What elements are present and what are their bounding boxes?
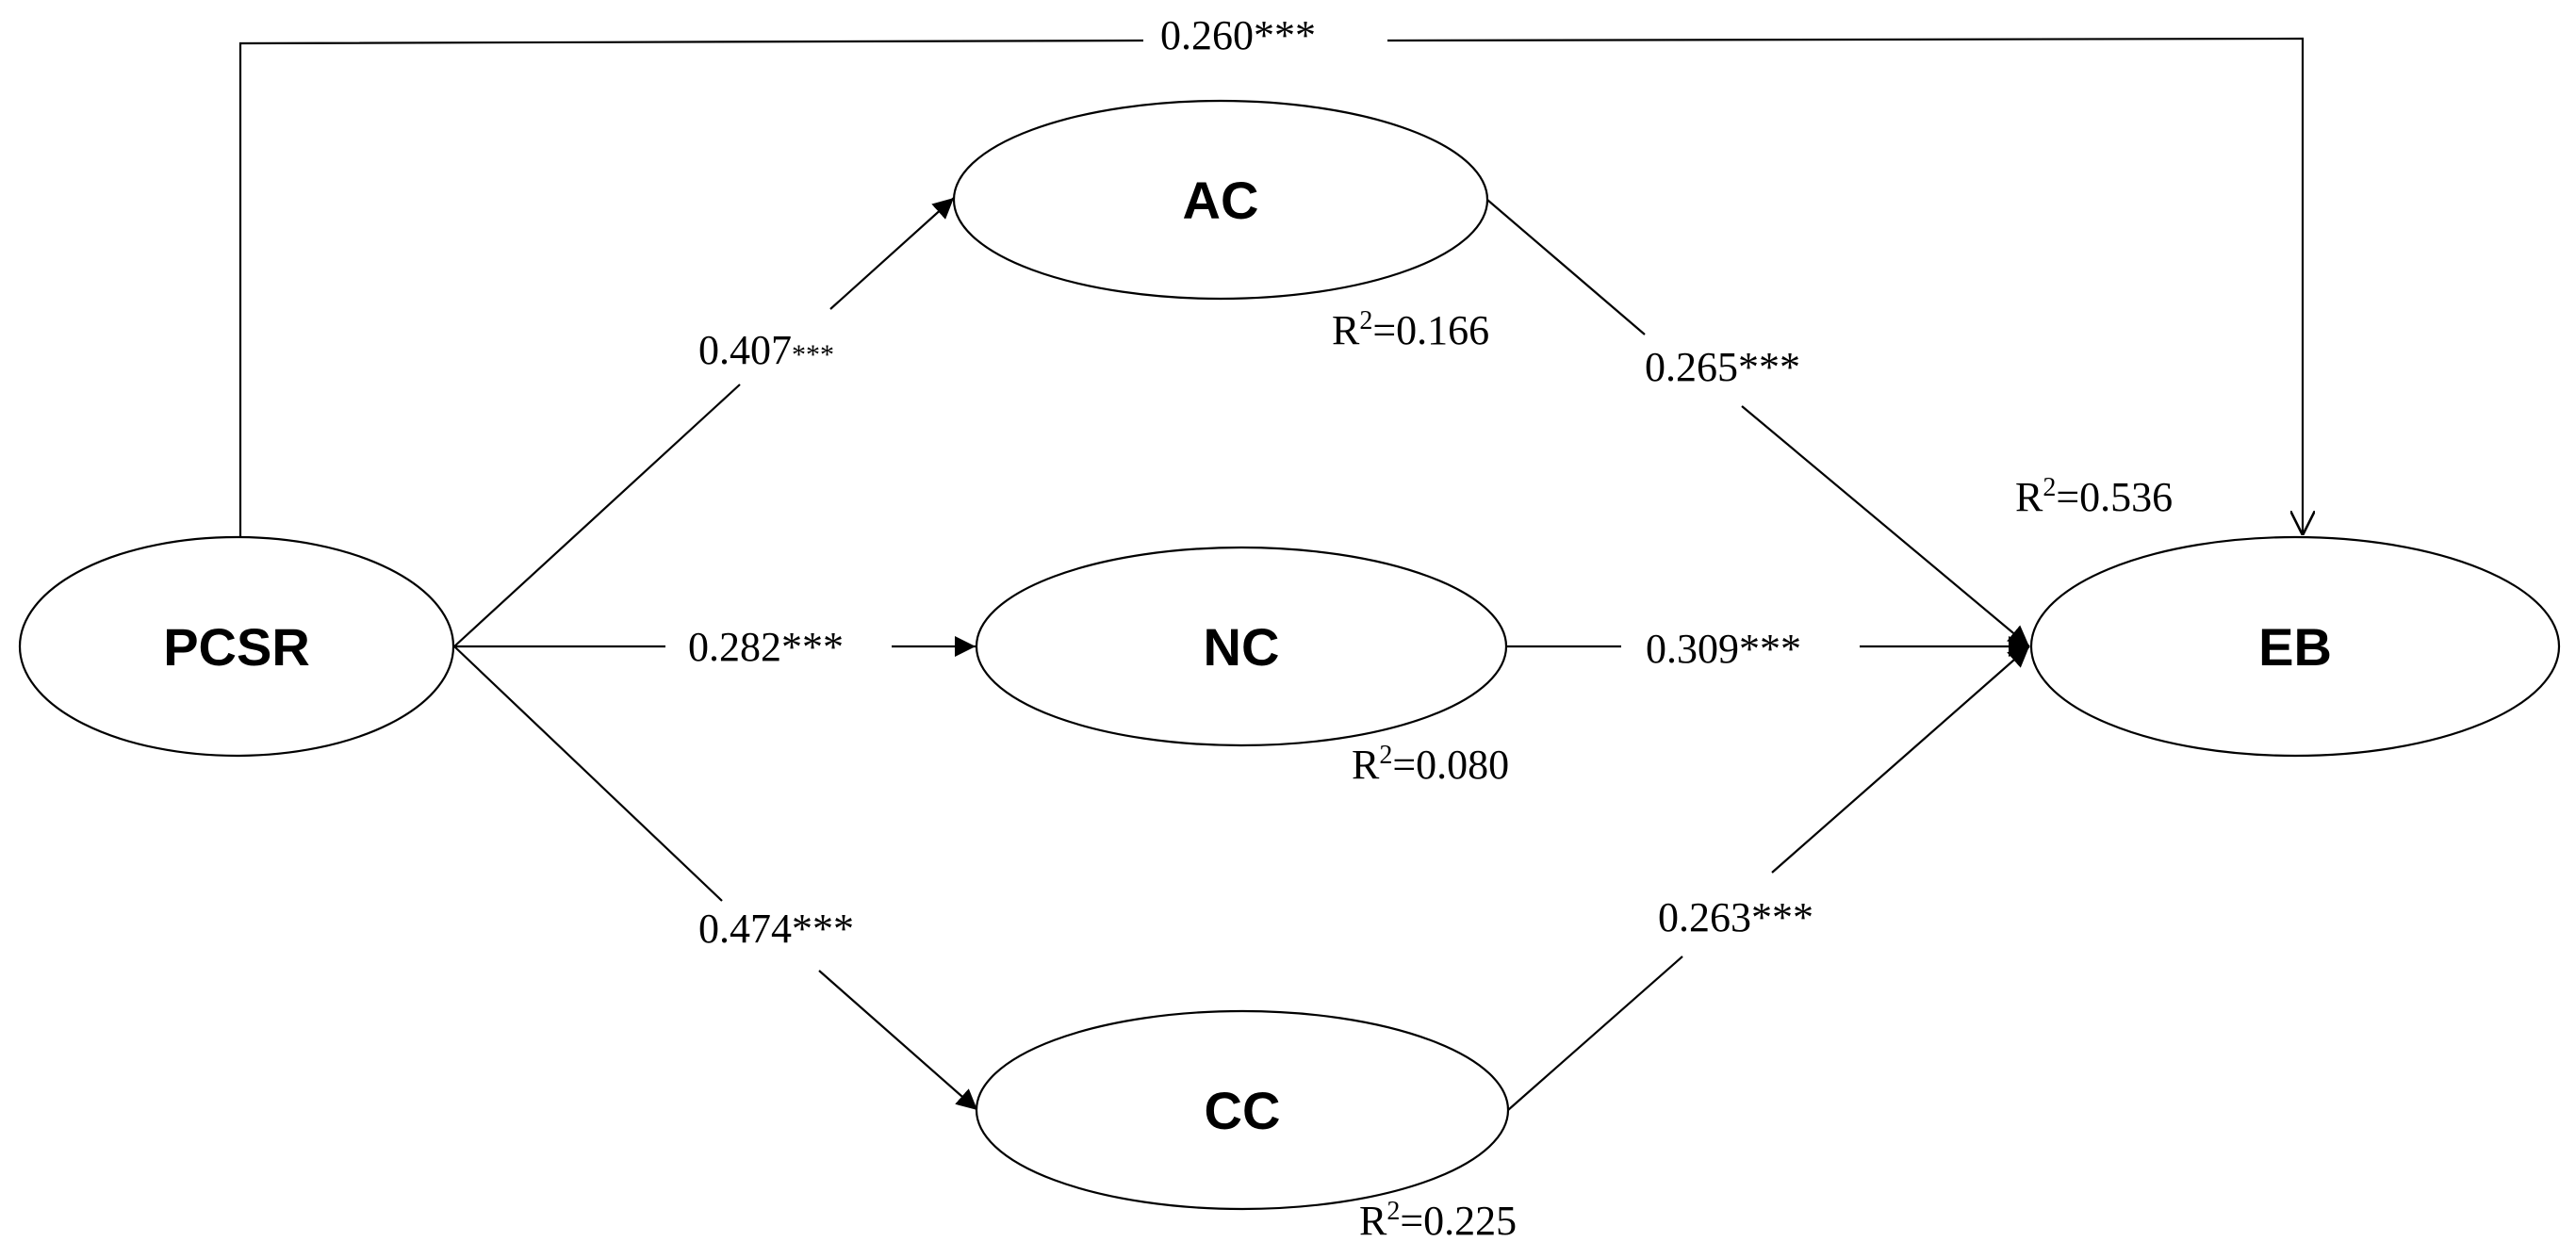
edge-pcsr-eb [238,37,2303,537]
node-nc-label: NC [1204,617,1280,677]
node-eb: EB [2029,535,2561,758]
edge-ac-eb [1486,199,2030,647]
coef-nc-eb: 0.309*** [1646,626,1801,672]
coef-ac-eb: 0.265*** [1645,344,1800,390]
rsq-nc: R2=0.080 [1352,741,1509,788]
node-eb-label: EB [2258,617,2332,677]
node-nc: NC [975,546,1508,747]
edge-pcsr-ac [453,197,955,647]
node-pcsr: PCSR [18,535,455,758]
edge-pcsr-cc [453,645,978,1111]
edge-cc-eb [1507,645,2030,1111]
coef-cc-eb: 0.263*** [1658,894,1813,940]
coef-pcsr-cc: 0.474*** [698,906,854,952]
coef-pcsr-nc: 0.282*** [688,624,844,670]
rsq-eb: R2=0.536 [2015,473,2173,520]
node-pcsr-label: PCSR [163,617,310,677]
rsq-cc: R2=0.225 [1359,1197,1517,1244]
coef-pcsr-eb: 0.260*** [1160,12,1316,58]
node-ac-label: AC [1183,171,1259,230]
node-cc-label: CC [1205,1081,1281,1140]
rsq-ac: R2=0.166 [1332,306,1489,353]
node-ac: AC [952,99,1489,301]
coef-pcsr-ac: 0.407*** [698,327,834,373]
node-cc: CC [975,1009,1510,1211]
